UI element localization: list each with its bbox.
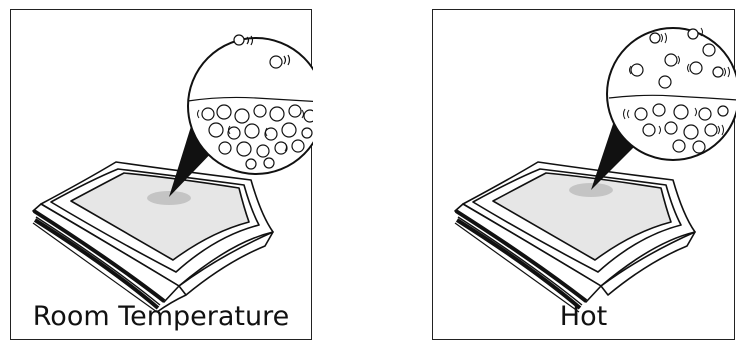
magnifier-circle [606, 27, 736, 161]
room-temperature-illustration [32, 34, 313, 313]
room-temperature-panel: Room Temperature [10, 9, 313, 340]
pouch-illustration [32, 161, 274, 313]
caption-hot: Hot [559, 301, 608, 332]
hot-illustration [454, 27, 736, 313]
pouch-illustration [454, 161, 696, 313]
hot-panel: Hot [432, 9, 736, 340]
caption-room-temperature: Room Temperature [32, 301, 290, 332]
magnifier-circle [187, 34, 313, 175]
